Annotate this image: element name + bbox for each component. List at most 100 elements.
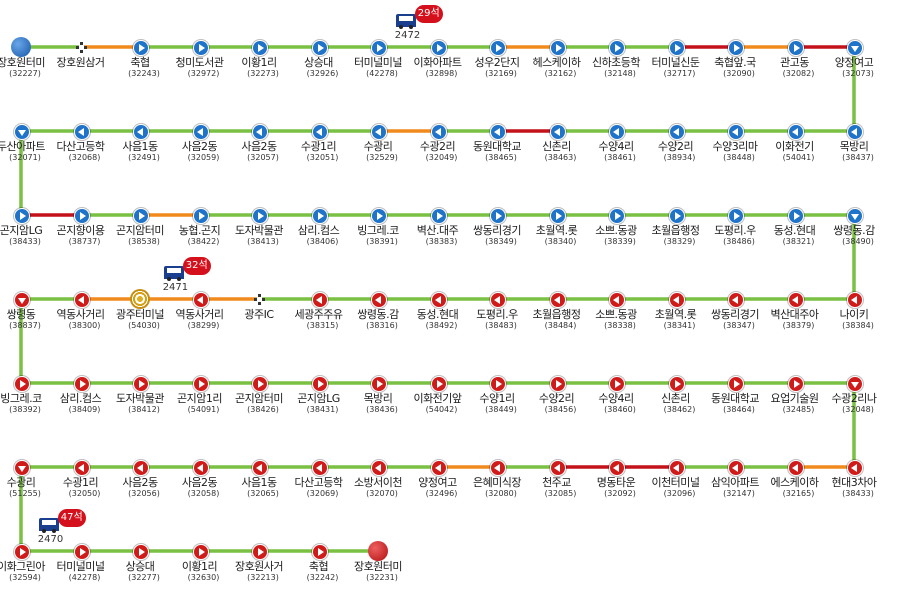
- stop-e-arrow-icon[interactable]: [192, 208, 209, 224]
- stop-w-arrow-icon[interactable]: [728, 292, 744, 308]
- stop-e-arrow-icon[interactable]: [609, 208, 625, 224]
- stop-w-arrow-icon[interactable]: [490, 460, 506, 476]
- terminal-circle-icon[interactable]: [368, 541, 388, 561]
- stop-e-arrow-icon[interactable]: [609, 376, 625, 392]
- stop-e-arrow-icon[interactable]: [192, 376, 209, 392]
- stop-e-arrow-icon[interactable]: [311, 40, 328, 56]
- bus-number: 2471: [162, 282, 189, 293]
- stop-w-arrow-icon[interactable]: [609, 460, 625, 476]
- stop-s-arrow-icon[interactable]: [14, 460, 30, 476]
- stop-w-arrow-icon[interactable]: [787, 460, 804, 476]
- stop-e-arrow-icon[interactable]: [133, 544, 149, 560]
- stop-e-arrow-icon[interactable]: [490, 40, 506, 56]
- stop-e-arrow-icon[interactable]: [430, 40, 447, 56]
- stop-e-arrow-icon[interactable]: [311, 544, 328, 560]
- stop-e-arrow-icon[interactable]: [252, 40, 268, 56]
- stop-e-arrow-icon[interactable]: [192, 40, 209, 56]
- stop-e-arrow-icon[interactable]: [14, 544, 30, 560]
- stop-w-arrow-icon[interactable]: [311, 460, 328, 476]
- stop-e-arrow-icon[interactable]: [549, 40, 566, 56]
- stop-w-arrow-icon[interactable]: [252, 124, 268, 140]
- stop-w-arrow-icon[interactable]: [430, 292, 447, 308]
- stop-w-arrow-icon[interactable]: [668, 124, 685, 140]
- stop-e-arrow-icon[interactable]: [192, 544, 209, 560]
- stop-w-arrow-icon[interactable]: [311, 124, 328, 140]
- stop-w-arrow-icon[interactable]: [847, 460, 863, 476]
- stop-w-arrow-icon[interactable]: [847, 124, 863, 140]
- stop-w-arrow-icon[interactable]: [728, 460, 744, 476]
- stop-e-arrow-icon[interactable]: [430, 208, 447, 224]
- stop-e-arrow-icon[interactable]: [430, 376, 447, 392]
- stop-w-arrow-icon[interactable]: [371, 124, 387, 140]
- stop-e-arrow-icon[interactable]: [728, 376, 744, 392]
- stop-code: (38339): [604, 237, 636, 246]
- stop-w-arrow-icon[interactable]: [192, 460, 209, 476]
- stop-w-arrow-icon[interactable]: [371, 460, 387, 476]
- stop-w-arrow-icon[interactable]: [549, 124, 566, 140]
- stop-w-arrow-icon[interactable]: [847, 292, 863, 308]
- stop-e-arrow-icon[interactable]: [73, 376, 90, 392]
- stop-w-arrow-icon[interactable]: [371, 292, 387, 308]
- stop-e-arrow-icon[interactable]: [549, 376, 566, 392]
- stop-w-arrow-icon[interactable]: [430, 460, 447, 476]
- stop-w-arrow-icon[interactable]: [490, 292, 506, 308]
- stop-e-arrow-icon[interactable]: [252, 376, 268, 392]
- stop-w-arrow-icon[interactable]: [668, 460, 685, 476]
- stop-w-arrow-icon[interactable]: [668, 292, 685, 308]
- stop-w-arrow-icon[interactable]: [133, 124, 149, 140]
- stop-e-arrow-icon[interactable]: [490, 376, 506, 392]
- stop-e-arrow-icon[interactable]: [133, 40, 149, 56]
- stop-e-arrow-icon[interactable]: [787, 376, 804, 392]
- stop-e-arrow-icon[interactable]: [73, 544, 90, 560]
- stop-w-arrow-icon[interactable]: [787, 124, 804, 140]
- stop-w-arrow-icon[interactable]: [787, 292, 804, 308]
- stop-w-arrow-icon[interactable]: [311, 292, 328, 308]
- stop-e-arrow-icon[interactable]: [371, 376, 387, 392]
- stop-e-arrow-icon[interactable]: [14, 208, 30, 224]
- stop-s-arrow-icon[interactable]: [847, 208, 863, 224]
- stop-w-arrow-icon[interactable]: [609, 292, 625, 308]
- stop-w-arrow-icon[interactable]: [252, 460, 268, 476]
- stop-e-arrow-icon[interactable]: [668, 40, 685, 56]
- stop-s-arrow-icon[interactable]: [14, 292, 30, 308]
- stop-e-arrow-icon[interactable]: [133, 376, 149, 392]
- terminal-circle-icon[interactable]: [11, 37, 31, 57]
- stop-e-arrow-icon[interactable]: [609, 40, 625, 56]
- bus-icon[interactable]: [163, 266, 186, 282]
- stop-w-arrow-icon[interactable]: [73, 292, 90, 308]
- stop-e-arrow-icon[interactable]: [549, 208, 566, 224]
- stop-s-arrow-icon[interactable]: [14, 124, 30, 140]
- stop-w-arrow-icon[interactable]: [728, 124, 744, 140]
- stop-w-arrow-icon[interactable]: [192, 292, 209, 308]
- stop-e-arrow-icon[interactable]: [728, 208, 744, 224]
- stop-e-arrow-icon[interactable]: [311, 376, 328, 392]
- stop-e-arrow-icon[interactable]: [371, 208, 387, 224]
- stop-e-arrow-icon[interactable]: [787, 208, 804, 224]
- stop-e-arrow-icon[interactable]: [73, 208, 90, 224]
- stop-w-arrow-icon[interactable]: [490, 124, 506, 140]
- stop-e-arrow-icon[interactable]: [252, 208, 268, 224]
- stop-w-arrow-icon[interactable]: [133, 460, 149, 476]
- stop-e-arrow-icon[interactable]: [311, 208, 328, 224]
- stop-e-arrow-icon[interactable]: [668, 376, 685, 392]
- stop-w-arrow-icon[interactable]: [192, 124, 209, 140]
- bus-icon[interactable]: [38, 518, 61, 534]
- stop-w-arrow-icon[interactable]: [609, 124, 625, 140]
- stop-e-arrow-icon[interactable]: [14, 376, 30, 392]
- stop-e-arrow-icon[interactable]: [371, 40, 387, 56]
- stop-e-arrow-icon[interactable]: [490, 208, 506, 224]
- stop-s-arrow-icon[interactable]: [847, 376, 863, 392]
- stop-w-arrow-icon[interactable]: [549, 460, 566, 476]
- stop-w-arrow-icon[interactable]: [73, 460, 90, 476]
- transfer-hub-icon[interactable]: [130, 289, 150, 309]
- stop-e-arrow-icon[interactable]: [133, 208, 149, 224]
- bus-icon[interactable]: [395, 14, 418, 30]
- stop-e-arrow-icon[interactable]: [787, 40, 804, 56]
- stop-e-arrow-icon[interactable]: [728, 40, 744, 56]
- stop-w-arrow-icon[interactable]: [549, 292, 566, 308]
- stop-w-arrow-icon[interactable]: [430, 124, 447, 140]
- stop-e-arrow-icon[interactable]: [252, 544, 268, 560]
- stop-w-arrow-icon[interactable]: [73, 124, 90, 140]
- stop-s-arrow-icon[interactable]: [847, 40, 863, 56]
- stop-e-arrow-icon[interactable]: [668, 208, 685, 224]
